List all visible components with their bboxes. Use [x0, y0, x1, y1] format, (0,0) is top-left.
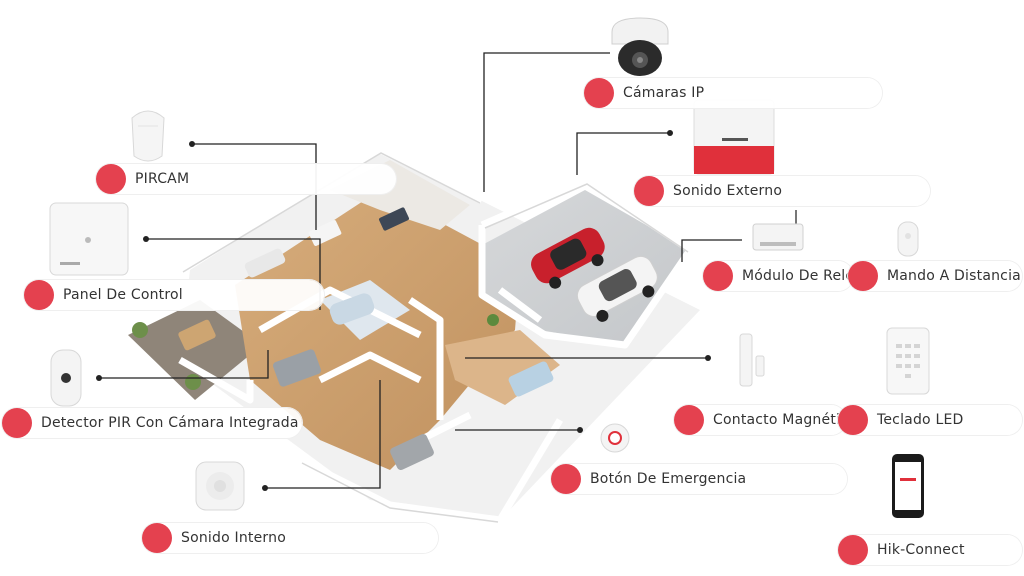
label-text: Cámaras IP [623, 85, 705, 101]
plant-1 [132, 322, 148, 338]
red-marker-dot [848, 261, 878, 291]
house-model [128, 146, 700, 524]
plant-2 [185, 374, 201, 390]
bed-left [273, 349, 321, 387]
red-marker-dot [838, 535, 868, 565]
connector-dots [96, 130, 711, 491]
red-marker-dot [584, 78, 614, 108]
label-mando-a-distancia: Mando A Distancia [848, 261, 1022, 291]
bed-bottom [390, 433, 434, 471]
garage-floor [480, 190, 690, 345]
wood-floor [235, 190, 520, 470]
white-car [576, 255, 658, 322]
label-text: PIRCAM [135, 171, 190, 187]
smartphone-icon [892, 454, 924, 518]
label-panel-de-control: Panel De Control [24, 280, 324, 310]
plant-3 [487, 314, 499, 326]
red-marker-dot [674, 405, 704, 435]
red-marker-dot [551, 464, 581, 494]
red-marker-dot [634, 176, 664, 206]
label-text: Mando A Distancia [887, 268, 1021, 284]
label-contacto-magnetico: Contacto Magnético [674, 405, 857, 435]
emergency-button-icon [600, 423, 630, 453]
red-marker-dot [24, 280, 54, 310]
label-text: Detector PIR Con Cámara Integrada [41, 415, 299, 431]
label-boton-de-emergencia: Botón De Emergencia [551, 464, 847, 494]
control-panel-icon [49, 202, 129, 276]
label-text: Botón De Emergencia [590, 471, 747, 487]
red-marker-dot [96, 164, 126, 194]
patio [128, 300, 262, 400]
led-keypad-icon [886, 327, 930, 395]
internal-sounder-icon [195, 461, 245, 511]
red-car [531, 227, 605, 289]
label-text: Panel De Control [63, 287, 183, 303]
patio-chairs [178, 319, 216, 351]
label-camaras-ip: Cámaras IP [584, 78, 882, 108]
label-text: Módulo De Relé [742, 268, 855, 284]
label-text: Sonido Externo [673, 183, 783, 199]
label-text: Contacto Magnético [713, 412, 857, 428]
red-marker-dot [2, 408, 32, 438]
relay-module-icon [752, 210, 804, 251]
label-pircam: PIRCAM [96, 164, 396, 194]
magnetic-contact-icon [739, 333, 765, 387]
pircam-icon [131, 110, 165, 162]
bed-right [508, 361, 554, 397]
red-marker-dot [838, 405, 868, 435]
label-hik-connect: Hik-Connect [838, 535, 1022, 565]
bedroom-right [445, 330, 560, 405]
label-modulo-de-rele: Módulo De Relé [703, 261, 855, 291]
label-text: Hik-Connect [877, 542, 965, 558]
ip-camera-icon [611, 17, 669, 76]
bathtub [329, 293, 375, 325]
external-siren-icon [693, 99, 775, 175]
pir-camera-detector-icon [50, 349, 82, 407]
label-sonido-externo: Sonido Externo [634, 176, 930, 206]
label-teclado-led: Teclado LED [838, 405, 1022, 435]
label-detector-pir: Detector PIR Con Cámara Integrada [2, 408, 302, 438]
red-marker-dot [142, 523, 172, 553]
label-text: Teclado LED [877, 412, 964, 428]
keyfob-icon [897, 221, 919, 257]
label-sonido-interno: Sonido Interno [142, 523, 438, 553]
red-marker-dot [703, 261, 733, 291]
sofa [244, 248, 286, 278]
label-text: Sonido Interno [181, 530, 286, 546]
kitchen-island [379, 207, 409, 231]
